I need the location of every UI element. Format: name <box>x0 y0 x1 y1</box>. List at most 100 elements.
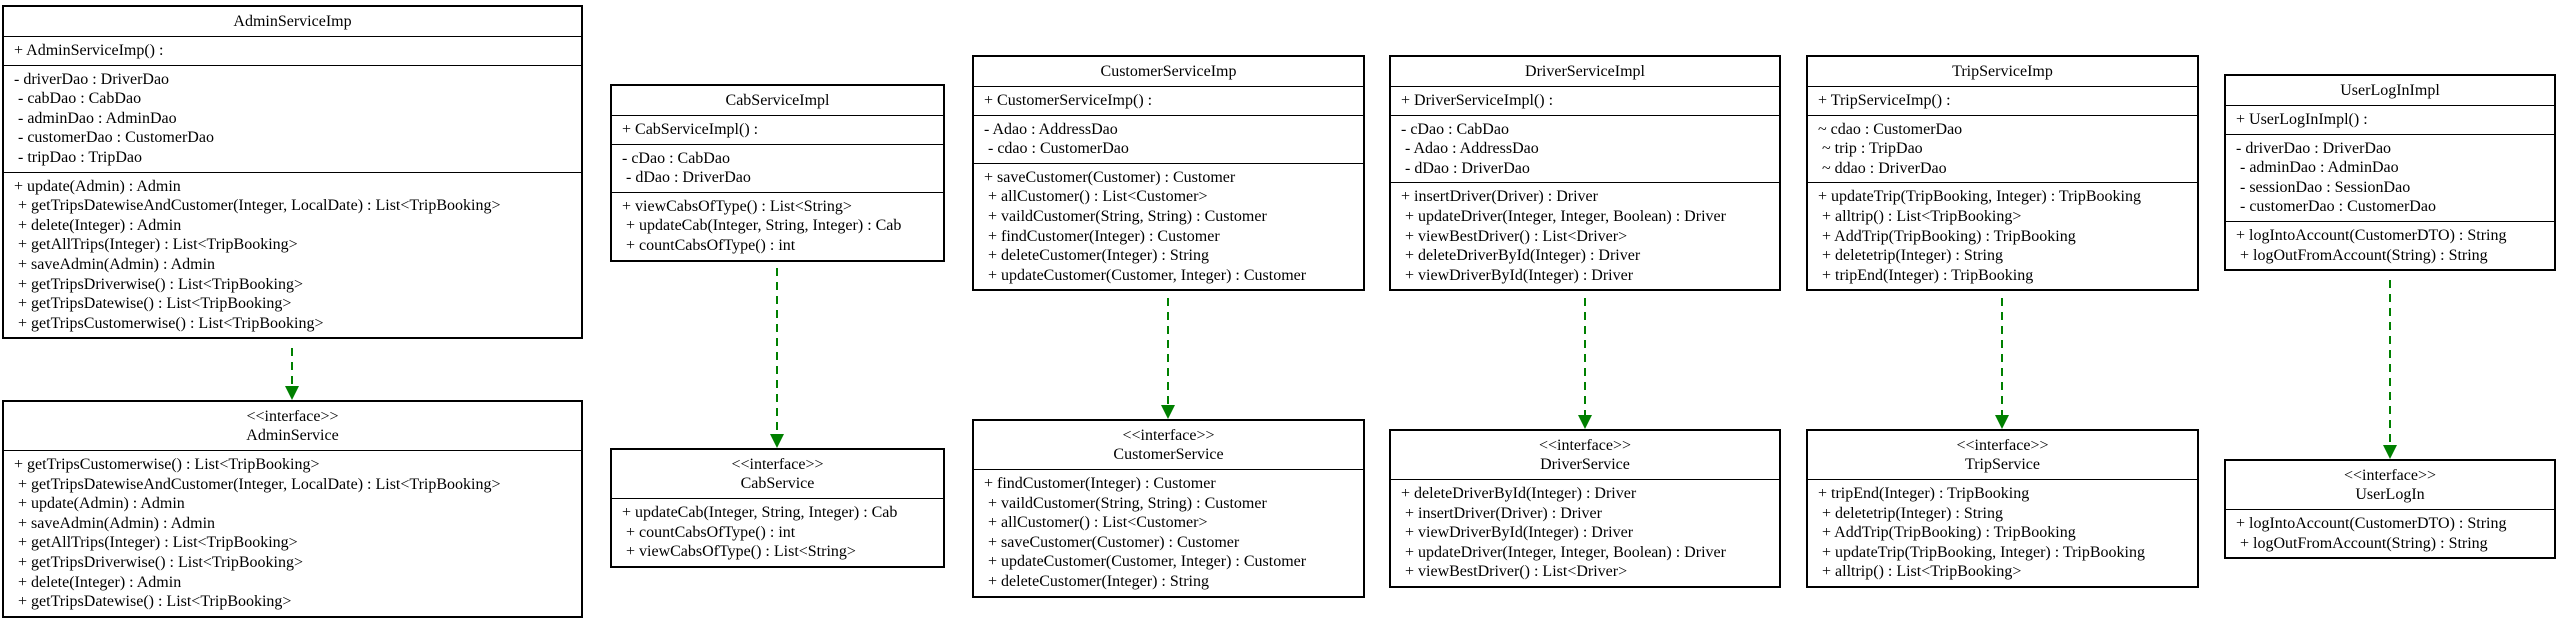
methods: + findCustomer(Integer) : Customer + vai… <box>974 470 1363 596</box>
member-line: - cdao : CustomerDao <box>984 140 1129 158</box>
constructors: + CustomerServiceImp() : <box>974 87 1363 116</box>
member-line: + updateTrip(TripBooking, Integer) : Tri… <box>1818 188 2141 206</box>
member-line: + logIntoAccount(CustomerDTO) : String <box>2236 226 2507 244</box>
member-line: + update(Admin) : Admin <box>14 177 181 195</box>
interface-customer-service[interactable]: <<interface>> CustomerService + findCust… <box>972 419 1365 598</box>
member-line: + saveAdmin(Admin) : Admin <box>14 514 216 532</box>
member-line: - cabDao : CabDao <box>14 90 142 108</box>
member-line: ~ trip : TripDao <box>1818 140 1923 158</box>
interface-name: <<interface>> UserLogIn <box>2226 461 2554 510</box>
member-line: - customerDao : CustomerDao <box>2236 198 2436 216</box>
member-line: + vaildCustomer(String, String) : Custom… <box>984 207 1267 225</box>
interface-driver-service[interactable]: <<interface>> DriverService + deleteDriv… <box>1389 429 1781 588</box>
class-admin-service-imp[interactable]: AdminServiceImp + AdminServiceImp() : - … <box>2 5 583 340</box>
methods: + getTripsCustomerwise() : List<TripBook… <box>4 451 581 616</box>
interface-name: <<interface>> DriverService <box>1391 431 1779 480</box>
interface-admin-service[interactable]: <<interface>> AdminService + getTripsCus… <box>2 400 583 618</box>
fields: ~ cdao : CustomerDao ~ trip : TripDao ~ … <box>1808 116 2197 184</box>
member-line: + alltrip() : List<TripBooking> <box>1818 563 2022 581</box>
member-line: + getTripsDriverwise() : List<TripBookin… <box>14 553 304 571</box>
member-line: + viewCabsOfType() : List<String> <box>622 197 852 215</box>
member-line: + updateCab(Integer, String, Integer) : … <box>622 217 902 235</box>
member-line: + updateCab(Integer, String, Integer) : … <box>622 504 898 521</box>
methods: + logIntoAccount(CustomerDTO) : String +… <box>2226 222 2554 269</box>
methods: + viewCabsOfType() : List<String> + upda… <box>612 193 943 260</box>
constructors: + UserLogInImpl() : <box>2226 106 2554 135</box>
interface-title: TripService <box>1965 456 2040 473</box>
class-driver-service-impl[interactable]: DriverServiceImpl + DriverServiceImpl() … <box>1389 55 1781 292</box>
member-line: + viewBestDriver() : List<Driver> <box>1401 563 1628 581</box>
class-name: AdminServiceImp <box>4 7 581 37</box>
stereotype: <<interface>> <box>1122 427 1215 444</box>
member-line: + DriverServiceImpl() : <box>1401 92 1554 109</box>
member-line: - customerDao : CustomerDao <box>14 129 214 147</box>
member-line: - cDao : CabDao <box>622 149 730 167</box>
member-line: - cDao : CabDao <box>1401 120 1509 138</box>
member-line: + viewDriverById(Integer) : Driver <box>1401 524 1634 542</box>
stereotype: <<interface>> <box>246 408 339 425</box>
constructors: + CabServiceImpl() : <box>612 116 943 145</box>
member-line: + delete(Integer) : Admin <box>14 573 182 591</box>
member-line: + updateDriver(Integer, Integer, Boolean… <box>1401 543 1726 561</box>
edge-trip <box>1995 298 2009 429</box>
member-line: + vaildCustomer(String, String) : Custom… <box>984 494 1267 512</box>
class-user-log-in-impl[interactable]: UserLogInImpl + UserLogInImpl() : - driv… <box>2224 74 2556 272</box>
interface-name: <<interface>> TripService <box>1808 431 2197 480</box>
member-line: ~ ddao : DriverDao <box>1818 159 1947 177</box>
member-line: + alltrip() : List<TripBooking> <box>1818 207 2022 225</box>
member-line: + deletetrip(Integer) : String <box>1818 504 2003 522</box>
interface-user-log-in[interactable]: <<interface>> UserLogIn + logIntoAccount… <box>2224 459 2556 560</box>
interface-cab-service[interactable]: <<interface>> CabService + updateCab(Int… <box>610 448 945 568</box>
member-line: + TripServiceImp() : <box>1818 92 1951 109</box>
interface-title: CustomerService <box>1113 446 1224 463</box>
member-line: + countCabsOfType() : int <box>622 236 796 254</box>
member-line: - Adao : AddressDao <box>984 120 1118 138</box>
methods: + insertDriver(Driver) : Driver + update… <box>1391 183 1779 289</box>
member-line: + viewCabsOfType() : List<String> <box>622 543 856 561</box>
member-line: + deleteCustomer(Integer) : String <box>984 572 1209 590</box>
class-name: TripServiceImp <box>1808 57 2197 87</box>
interface-trip-service[interactable]: <<interface>> TripService + tripEnd(Inte… <box>1806 429 2199 588</box>
member-line: + countCabsOfType() : int <box>622 523 796 541</box>
class-cab-service-impl[interactable]: CabServiceImpl + CabServiceImpl() : - cD… <box>610 84 945 262</box>
member-line: + getTripsCustomerwise() : List<TripBook… <box>14 314 324 332</box>
member-line: + getTripsCustomerwise() : List<TripBook… <box>14 456 320 473</box>
member-line: + findCustomer(Integer) : Customer <box>984 227 1220 245</box>
member-line: + getTripsDatewiseAndCustomer(Integer, L… <box>14 475 501 493</box>
constructors: + DriverServiceImpl() : <box>1391 87 1779 116</box>
interface-title: AdminService <box>246 427 339 444</box>
member-line: + getTripsDatewiseAndCustomer(Integer, L… <box>14 197 501 215</box>
class-customer-service-imp[interactable]: CustomerServiceImp + CustomerServiceImp(… <box>972 55 1365 292</box>
fields: - cDao : CabDao - dDao : DriverDao <box>612 145 943 193</box>
member-line: + deletetrip(Integer) : String <box>1818 247 2003 265</box>
interface-title: UserLogIn <box>2355 486 2425 503</box>
methods: + saveCustomer(Customer) : Customer + al… <box>974 164 1363 290</box>
interface-title: DriverService <box>1540 456 1630 473</box>
member-line: - dDao : DriverDao <box>622 169 751 187</box>
edge-userlog <box>2383 280 2397 459</box>
interface-name: <<interface>> CabService <box>612 450 943 499</box>
member-line: + update(Admin) : Admin <box>14 495 185 513</box>
member-line: + allCustomer() : List<Customer> <box>984 514 1208 532</box>
edge-customer <box>1161 298 1175 419</box>
member-line: + updateCustomer(Customer, Integer) : Cu… <box>984 266 1307 284</box>
class-name: CustomerServiceImp <box>974 57 1363 87</box>
methods: + updateTrip(TripBooking, Integer) : Tri… <box>1808 183 2197 289</box>
constructors: + AdminServiceImp() : <box>4 37 581 66</box>
member-line: + logOutFromAccount(String) : String <box>2236 534 2488 552</box>
methods: + logIntoAccount(CustomerDTO) : String +… <box>2226 510 2554 557</box>
member-line: + findCustomer(Integer) : Customer <box>984 475 1216 492</box>
member-line: + updateDriver(Integer, Integer, Boolean… <box>1401 207 1726 225</box>
member-line: + CabServiceImpl() : <box>622 121 759 138</box>
class-trip-service-imp[interactable]: TripServiceImp + TripServiceImp() : ~ cd… <box>1806 55 2199 292</box>
member-line: + logOutFromAccount(String) : String <box>2236 246 2488 264</box>
constructors: + TripServiceImp() : <box>1808 87 2197 116</box>
member-line: + getAllTrips(Integer) : List<TripBookin… <box>14 236 298 254</box>
member-line: + deleteDriverById(Integer) : Driver <box>1401 485 1637 502</box>
class-name: CabServiceImpl <box>612 86 943 116</box>
member-line: - driverDao : DriverDao <box>14 70 170 88</box>
member-line: + logIntoAccount(CustomerDTO) : String <box>2236 515 2507 532</box>
fields: - cDao : CabDao - Adao : AddressDao - dD… <box>1391 116 1779 184</box>
methods: + update(Admin) : Admin + getTripsDatewi… <box>4 173 581 338</box>
